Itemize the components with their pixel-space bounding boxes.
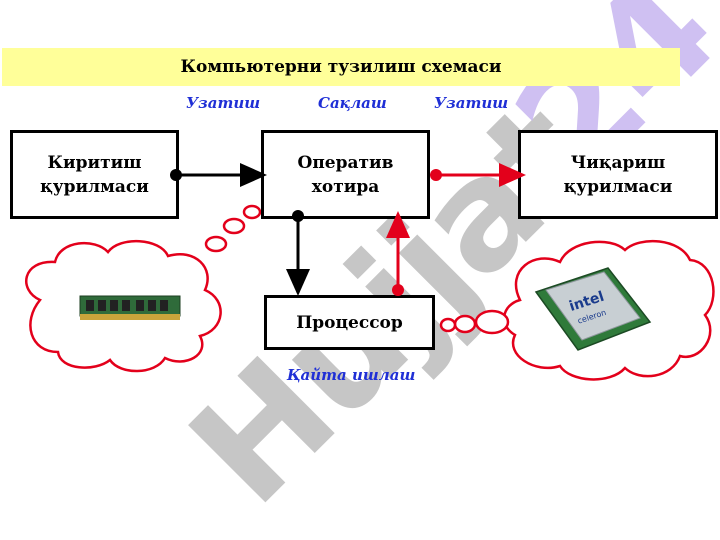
- arrow-processor-to-memory: [386, 211, 410, 296]
- input-device-box: Киритиш қурилмаси: [10, 130, 179, 219]
- processing-label: Қайта ишлаш: [287, 366, 416, 384]
- arrow-input-to-memory: [170, 163, 267, 187]
- cpu-chip-icon: intel celeron: [534, 267, 652, 351]
- processor-label: Процессор: [296, 312, 403, 333]
- operative-memory-label: Оператив хотира: [297, 152, 394, 197]
- diagram-title: Компьютерни тузилиш схемаси: [2, 48, 680, 86]
- output-device-label: Чиқариш қурилмаси: [563, 152, 673, 197]
- output-device-box: Чиқариш қурилмаси: [518, 130, 718, 219]
- transfer-label-right: Узатиш: [434, 94, 509, 112]
- transfer-label-left: Узатиш: [186, 94, 261, 112]
- storage-label: Сақлаш: [318, 94, 387, 112]
- arrow-memory-to-processor: [286, 210, 310, 296]
- input-device-label: Киритиш қурилмаси: [40, 152, 149, 197]
- processor-box: Процессор: [264, 295, 435, 350]
- ram-module-icon: [79, 295, 181, 320]
- arrow-memory-to-output: [430, 163, 526, 187]
- operative-memory-box: Оператив хотира: [261, 130, 430, 219]
